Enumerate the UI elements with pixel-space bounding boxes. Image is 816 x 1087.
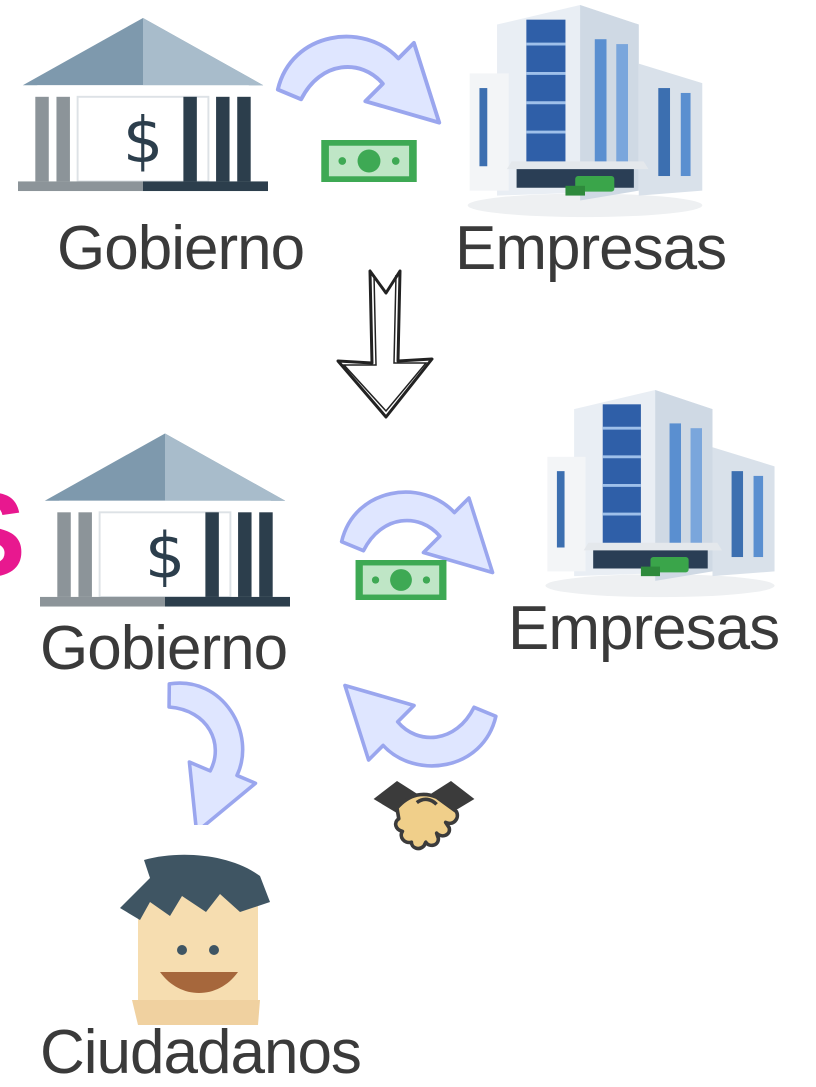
empresas-label-bottom: Empresas <box>508 594 780 663</box>
banknote-icon <box>321 140 417 182</box>
edge-letter-fragment: S <box>0 475 26 605</box>
person-face-icon <box>120 854 270 1025</box>
gobierno-label-bottom: Gobierno <box>40 614 288 683</box>
curved-arrow-icon <box>275 34 442 125</box>
ciudadanos-label: Ciudadanos <box>40 1018 362 1087</box>
banknote-icon <box>355 560 447 600</box>
government-building-icon <box>40 432 290 608</box>
office-building-icon <box>466 5 704 219</box>
empresas-label-top: Empresas <box>455 214 727 283</box>
down-arrow-icon <box>336 269 434 419</box>
curved-arrow-icon <box>322 680 512 780</box>
gobierno-label-top: Gobierno <box>57 214 305 283</box>
curved-arrow-icon <box>139 675 272 825</box>
handshake-icon <box>371 779 477 851</box>
office-building-icon <box>543 390 777 599</box>
government-building-icon <box>18 16 268 193</box>
